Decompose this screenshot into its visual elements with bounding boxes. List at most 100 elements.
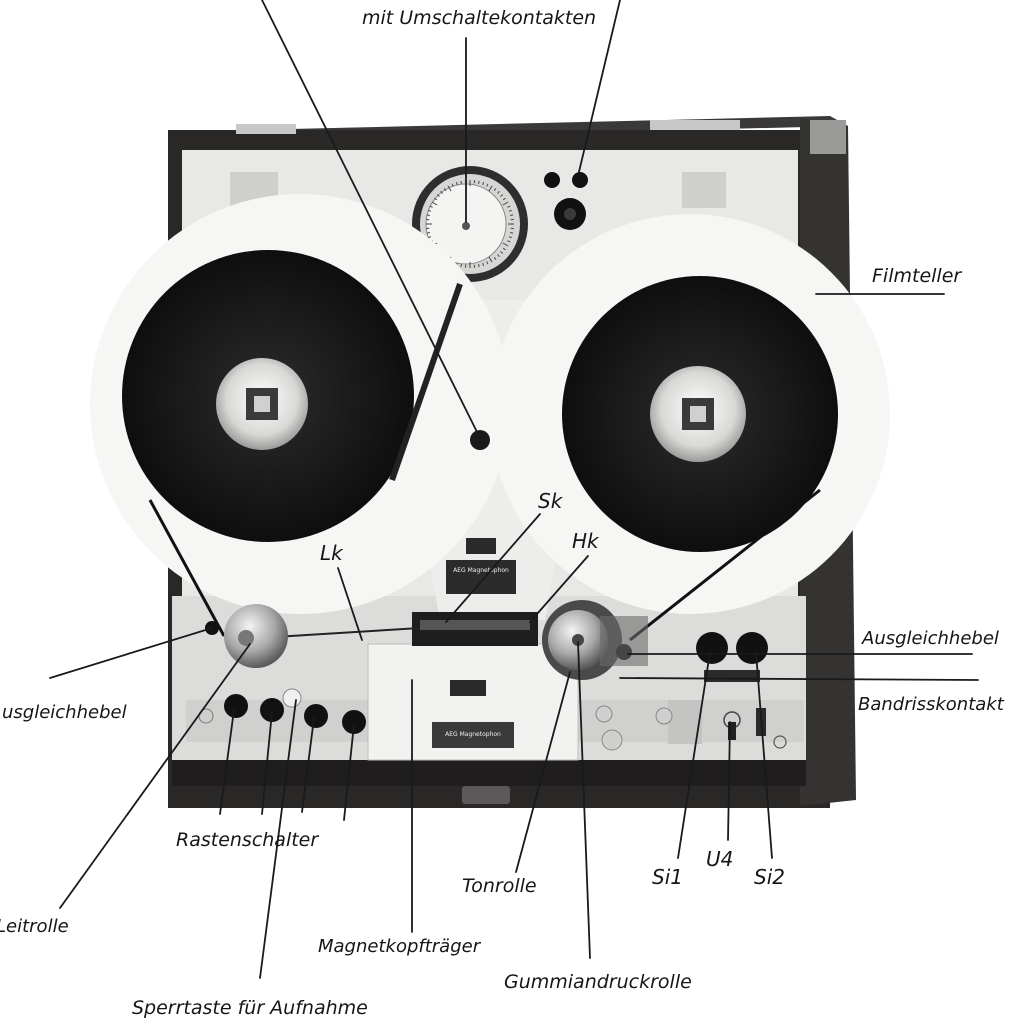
right-reel-spindle-cap bbox=[690, 406, 706, 422]
dial-tick bbox=[502, 242, 509, 247]
leader-hk bbox=[529, 555, 589, 623]
right-mechanism bbox=[600, 616, 648, 666]
voltage-selector-lever bbox=[728, 722, 736, 740]
screw-deck-right bbox=[655, 707, 673, 725]
leader-rasten-2 bbox=[261, 711, 273, 815]
leader-top-right bbox=[577, 0, 621, 177]
deck-base-strip bbox=[172, 760, 806, 786]
hinge-right bbox=[650, 120, 740, 130]
leader-u4 bbox=[727, 721, 731, 841]
fuse-si1 bbox=[696, 632, 728, 664]
label-ausgleich-right: Ausgleichhebel bbox=[861, 628, 999, 649]
dial-tick bbox=[497, 254, 500, 258]
detent-switch-3 bbox=[304, 704, 328, 728]
center-indicator bbox=[466, 538, 496, 554]
dial-tick bbox=[429, 205, 433, 208]
record-lock-key bbox=[282, 688, 302, 708]
machine-illustration: AEG Magnetophon AEG Magnetophon bbox=[90, 116, 890, 808]
dial-tick bbox=[486, 183, 489, 187]
detent-switch-1 bbox=[224, 694, 248, 718]
head-assembly-cover bbox=[420, 620, 530, 630]
center-nameplate bbox=[446, 560, 516, 594]
dial-tick bbox=[502, 201, 509, 206]
dial-tick bbox=[427, 236, 432, 239]
dial-tick bbox=[502, 247, 506, 251]
leader-ausgleich-left bbox=[49, 627, 213, 679]
label-u4: U4 bbox=[706, 847, 733, 871]
head-carrier-nameplate bbox=[432, 722, 514, 748]
dial-tick bbox=[497, 190, 500, 194]
dial-tick bbox=[426, 232, 430, 234]
dial-tick bbox=[427, 209, 432, 212]
label-ausgleich-left: usgleichhebel bbox=[2, 702, 127, 723]
leader-sperrtaste bbox=[259, 699, 297, 979]
dial-tick bbox=[493, 188, 497, 192]
dial-tick bbox=[500, 251, 504, 254]
head-carrier-counter bbox=[450, 680, 486, 696]
left-reel bbox=[90, 194, 510, 614]
fuse-si2 bbox=[736, 632, 768, 664]
leader-bandriss bbox=[619, 677, 979, 681]
top-switch-2 bbox=[572, 172, 588, 188]
case-latch bbox=[810, 120, 846, 154]
right-reel bbox=[490, 214, 890, 614]
dial-tick bbox=[431, 201, 438, 206]
top-knob-cap bbox=[564, 208, 576, 220]
dial-tick bbox=[451, 183, 454, 187]
dial-tick bbox=[482, 181, 485, 186]
head-carrier-nameplate-brand: AEG Magnetophon bbox=[445, 731, 501, 738]
leader-gummi bbox=[577, 641, 591, 959]
dial-tick bbox=[493, 256, 497, 260]
upper-right-window bbox=[682, 172, 726, 208]
dial-tick bbox=[510, 214, 514, 216]
guide-roller bbox=[224, 604, 288, 668]
leader-si2 bbox=[755, 651, 773, 859]
dial-tick bbox=[500, 194, 504, 197]
leader-tonrolle bbox=[515, 671, 571, 873]
detent-switch-4 bbox=[342, 710, 366, 734]
dial-tick bbox=[447, 185, 452, 192]
label-filmteller: Filmteller bbox=[872, 265, 962, 287]
top-switch-1 bbox=[544, 172, 560, 188]
detent-switch-2 bbox=[260, 698, 284, 722]
dial-tick bbox=[508, 209, 513, 212]
case-handle bbox=[462, 786, 510, 804]
tape-break-contact-plate bbox=[704, 670, 760, 682]
tape-path-left bbox=[148, 499, 226, 637]
dial-tick bbox=[478, 264, 480, 268]
leader-rasten-1 bbox=[219, 709, 235, 815]
tape-path-right bbox=[629, 488, 821, 642]
leader-si1 bbox=[677, 651, 711, 859]
label-sk: Sk bbox=[538, 489, 564, 513]
screw-right bbox=[773, 735, 787, 749]
dial-tick bbox=[507, 205, 511, 208]
center-nameplate-brand: AEG Magnetophon bbox=[453, 567, 509, 574]
guide-roller-hub bbox=[238, 630, 254, 646]
pinch-roller-hub bbox=[572, 634, 584, 646]
label-gummi: Gummiandruckrolle bbox=[504, 971, 692, 993]
leader-leitrolle bbox=[59, 643, 251, 909]
hinge-left bbox=[236, 124, 296, 134]
label-si1: Si1 bbox=[652, 865, 683, 889]
label-leitrolle: Leitrolle bbox=[0, 916, 69, 937]
label-sperrtaste: Sperrtaste für Aufnahme bbox=[132, 997, 368, 1019]
label-umschalt: mit Umschaltekontakten bbox=[362, 7, 596, 29]
dial-tick bbox=[426, 214, 430, 216]
dial-tick bbox=[460, 180, 462, 184]
leader-lk bbox=[337, 567, 363, 641]
detent-switches bbox=[224, 688, 366, 734]
labels: mit Umschaltekontakten Filmteller Sk Hk … bbox=[0, 7, 1005, 1019]
dial-tick bbox=[488, 256, 493, 263]
label-lk: Lk bbox=[320, 541, 344, 565]
dial-tick bbox=[436, 194, 440, 197]
counter-dial-center bbox=[462, 222, 470, 230]
dial-tick bbox=[508, 236, 513, 239]
center-bolt bbox=[470, 430, 490, 450]
dial-tick bbox=[486, 261, 489, 265]
dial-tick bbox=[443, 188, 447, 192]
label-magnetkopf: Magnetkopfträger bbox=[318, 936, 482, 957]
dial-tick bbox=[482, 262, 485, 267]
screw-deck bbox=[601, 729, 623, 751]
label-bandriss: Bandrisskontakt bbox=[858, 694, 1005, 715]
